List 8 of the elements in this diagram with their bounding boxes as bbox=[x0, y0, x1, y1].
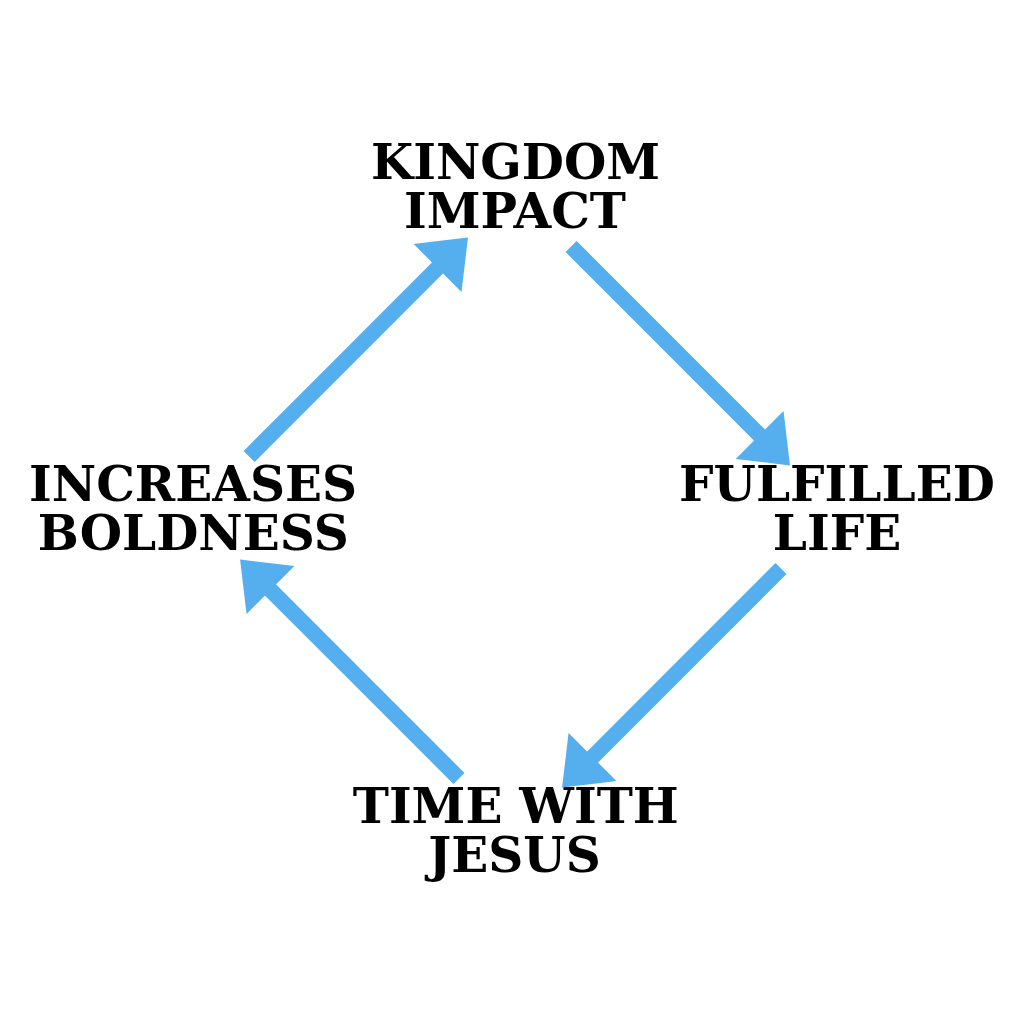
arrow bbox=[240, 559, 465, 784]
node-text: INCREASES BOLDNESS bbox=[28, 454, 358, 561]
arrow bbox=[243, 237, 468, 462]
arrow bbox=[565, 240, 790, 465]
node-text: KINGDOM IMPACT bbox=[370, 132, 661, 239]
node-text: TIME WITH JESUS bbox=[352, 776, 679, 883]
arrow bbox=[562, 562, 787, 787]
node-text: FULFILLED LIFE bbox=[679, 454, 995, 561]
